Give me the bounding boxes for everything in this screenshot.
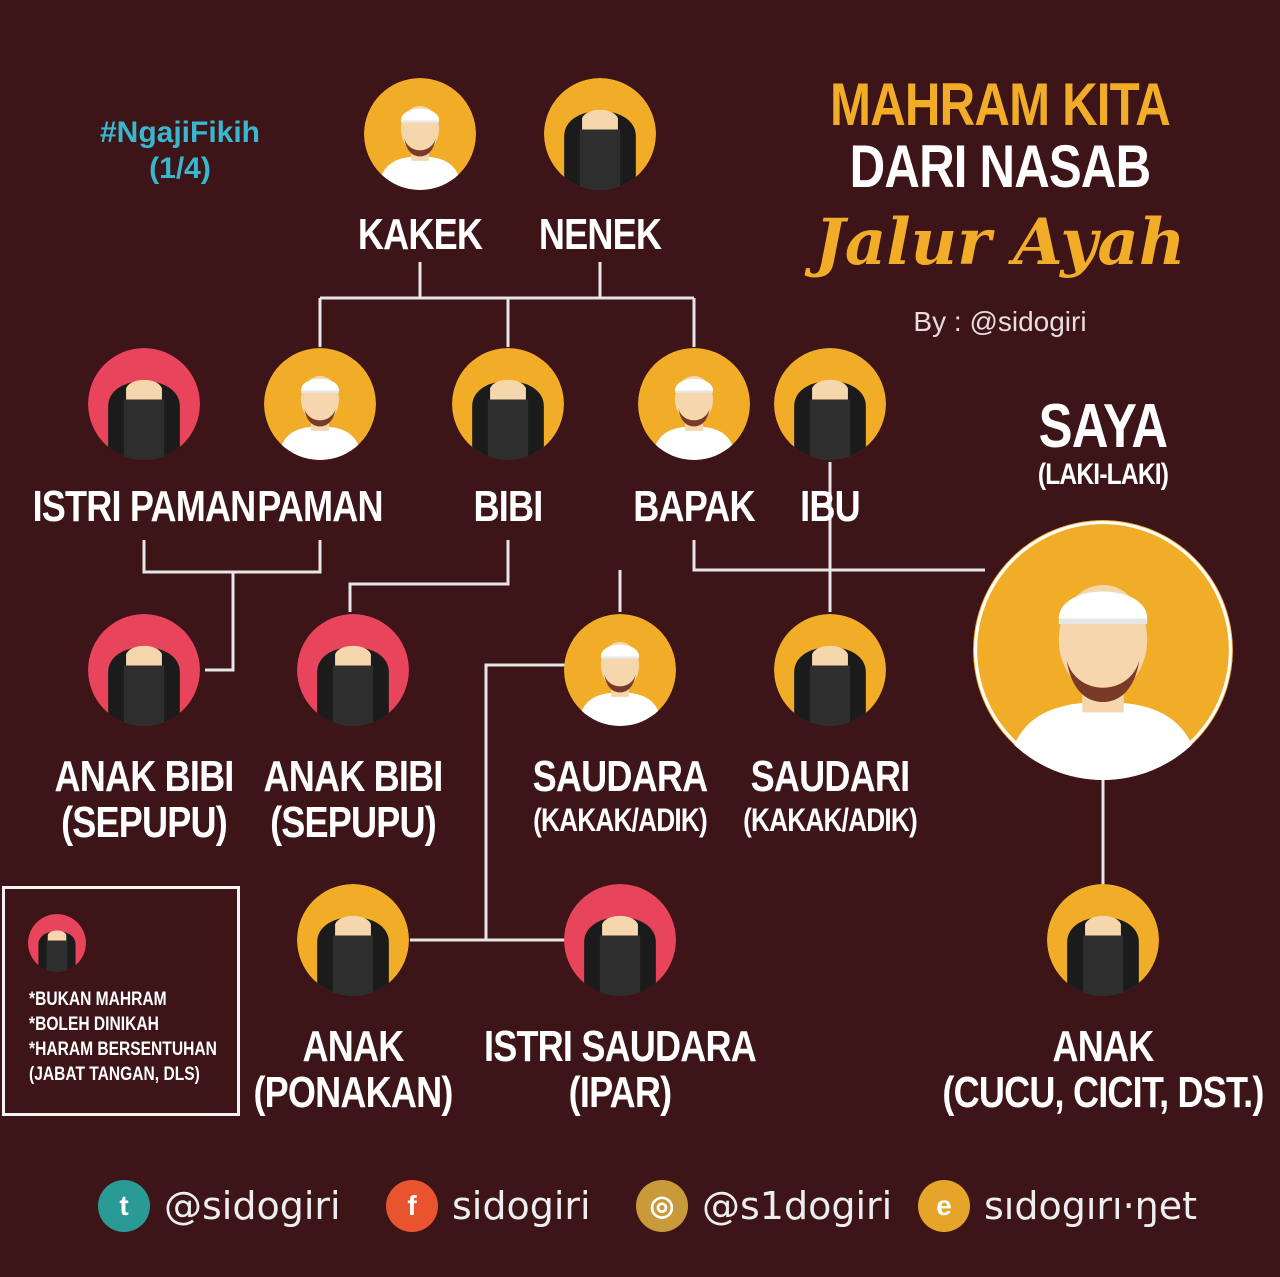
instagram-icon: ◎ bbox=[636, 1180, 688, 1232]
footer-website[interactable]: e sıdogırı·ŋet bbox=[918, 1178, 1197, 1234]
label-ibu: IBU bbox=[800, 482, 860, 531]
avatar-paman bbox=[264, 348, 376, 465]
label-nenek: NENEK bbox=[538, 210, 662, 259]
label-bibi: BIBI bbox=[473, 482, 544, 531]
legend-notes: *BUKAN MAHRAM *BOLEH DINIKAH *HARAM BERS… bbox=[29, 989, 217, 1085]
label-saudari: SAUDARI(KAKAK/ADIK) bbox=[743, 752, 918, 839]
legend-box: *BUKAN MAHRAM *BOLEH DINIKAH *HARAM BERS… bbox=[2, 886, 240, 1116]
label-saudara: SAUDARA(KAKAK/ADIK) bbox=[532, 752, 708, 839]
legend-non-mahram-avatar bbox=[28, 914, 86, 977]
byline: By : @sidogiri bbox=[913, 306, 1087, 337]
instagram-handle: @s1dogiri bbox=[702, 1184, 893, 1228]
avatar-ipar bbox=[564, 884, 676, 1001]
label-ipar: ISTRI SAUDARA(IPAR) bbox=[484, 1022, 757, 1117]
website-url: sıdogırı·ŋet bbox=[984, 1184, 1198, 1228]
avatar-sepupu-1 bbox=[88, 614, 200, 731]
facebook-icon: f bbox=[386, 1180, 438, 1232]
avatar-sepupu-2 bbox=[297, 614, 409, 731]
avatar-istri-paman bbox=[88, 348, 200, 465]
label-istri-paman: ISTRI PAMAN bbox=[32, 482, 257, 531]
footer-facebook[interactable]: f sidogiri bbox=[386, 1178, 591, 1234]
title-line-1: MAHRAM KITA bbox=[830, 71, 1171, 138]
avatar-saudari bbox=[774, 614, 886, 731]
label-sepupu-1: ANAK BIBI(SEPUPU) bbox=[54, 752, 234, 847]
label-sepupu-2: ANAK BIBI(SEPUPU) bbox=[263, 752, 443, 847]
label-paman: PAMAN bbox=[257, 482, 383, 531]
footer-twitter[interactable]: t @sidogiri bbox=[98, 1178, 341, 1234]
avatar-anak bbox=[1047, 884, 1159, 1001]
avatar-kakek bbox=[364, 78, 476, 195]
avatar-bapak bbox=[638, 348, 750, 465]
twitter-handle: @sidogiri bbox=[164, 1184, 341, 1228]
title-line-3: Jalur Ayah bbox=[814, 205, 1186, 280]
avatar-ponakan bbox=[297, 884, 409, 1001]
label-saya: SAYA(LAKI-LAKI) bbox=[1037, 392, 1169, 492]
label-kakek: KAKEK bbox=[357, 210, 483, 259]
website-icon: e bbox=[918, 1180, 970, 1232]
twitter-icon: t bbox=[98, 1180, 150, 1232]
label-anak: ANAK(CUCU, CICIT, DST.) bbox=[942, 1022, 1264, 1117]
avatar-nenek bbox=[544, 78, 656, 195]
avatar-ibu bbox=[774, 348, 886, 465]
hashtag-label: #NgajiFikih (1/4) bbox=[99, 116, 261, 185]
label-bapak: BAPAK bbox=[633, 482, 755, 531]
avatar-saya bbox=[973, 520, 1233, 785]
title-line-2: DARI NASAB bbox=[849, 133, 1151, 200]
avatar-saudara bbox=[564, 614, 676, 731]
label-ponakan: ANAK(PONAKAN) bbox=[253, 1022, 453, 1117]
facebook-handle: sidogiri bbox=[452, 1184, 591, 1228]
avatar-bibi bbox=[452, 348, 564, 465]
footer-instagram[interactable]: ◎ @s1dogiri bbox=[636, 1178, 892, 1234]
